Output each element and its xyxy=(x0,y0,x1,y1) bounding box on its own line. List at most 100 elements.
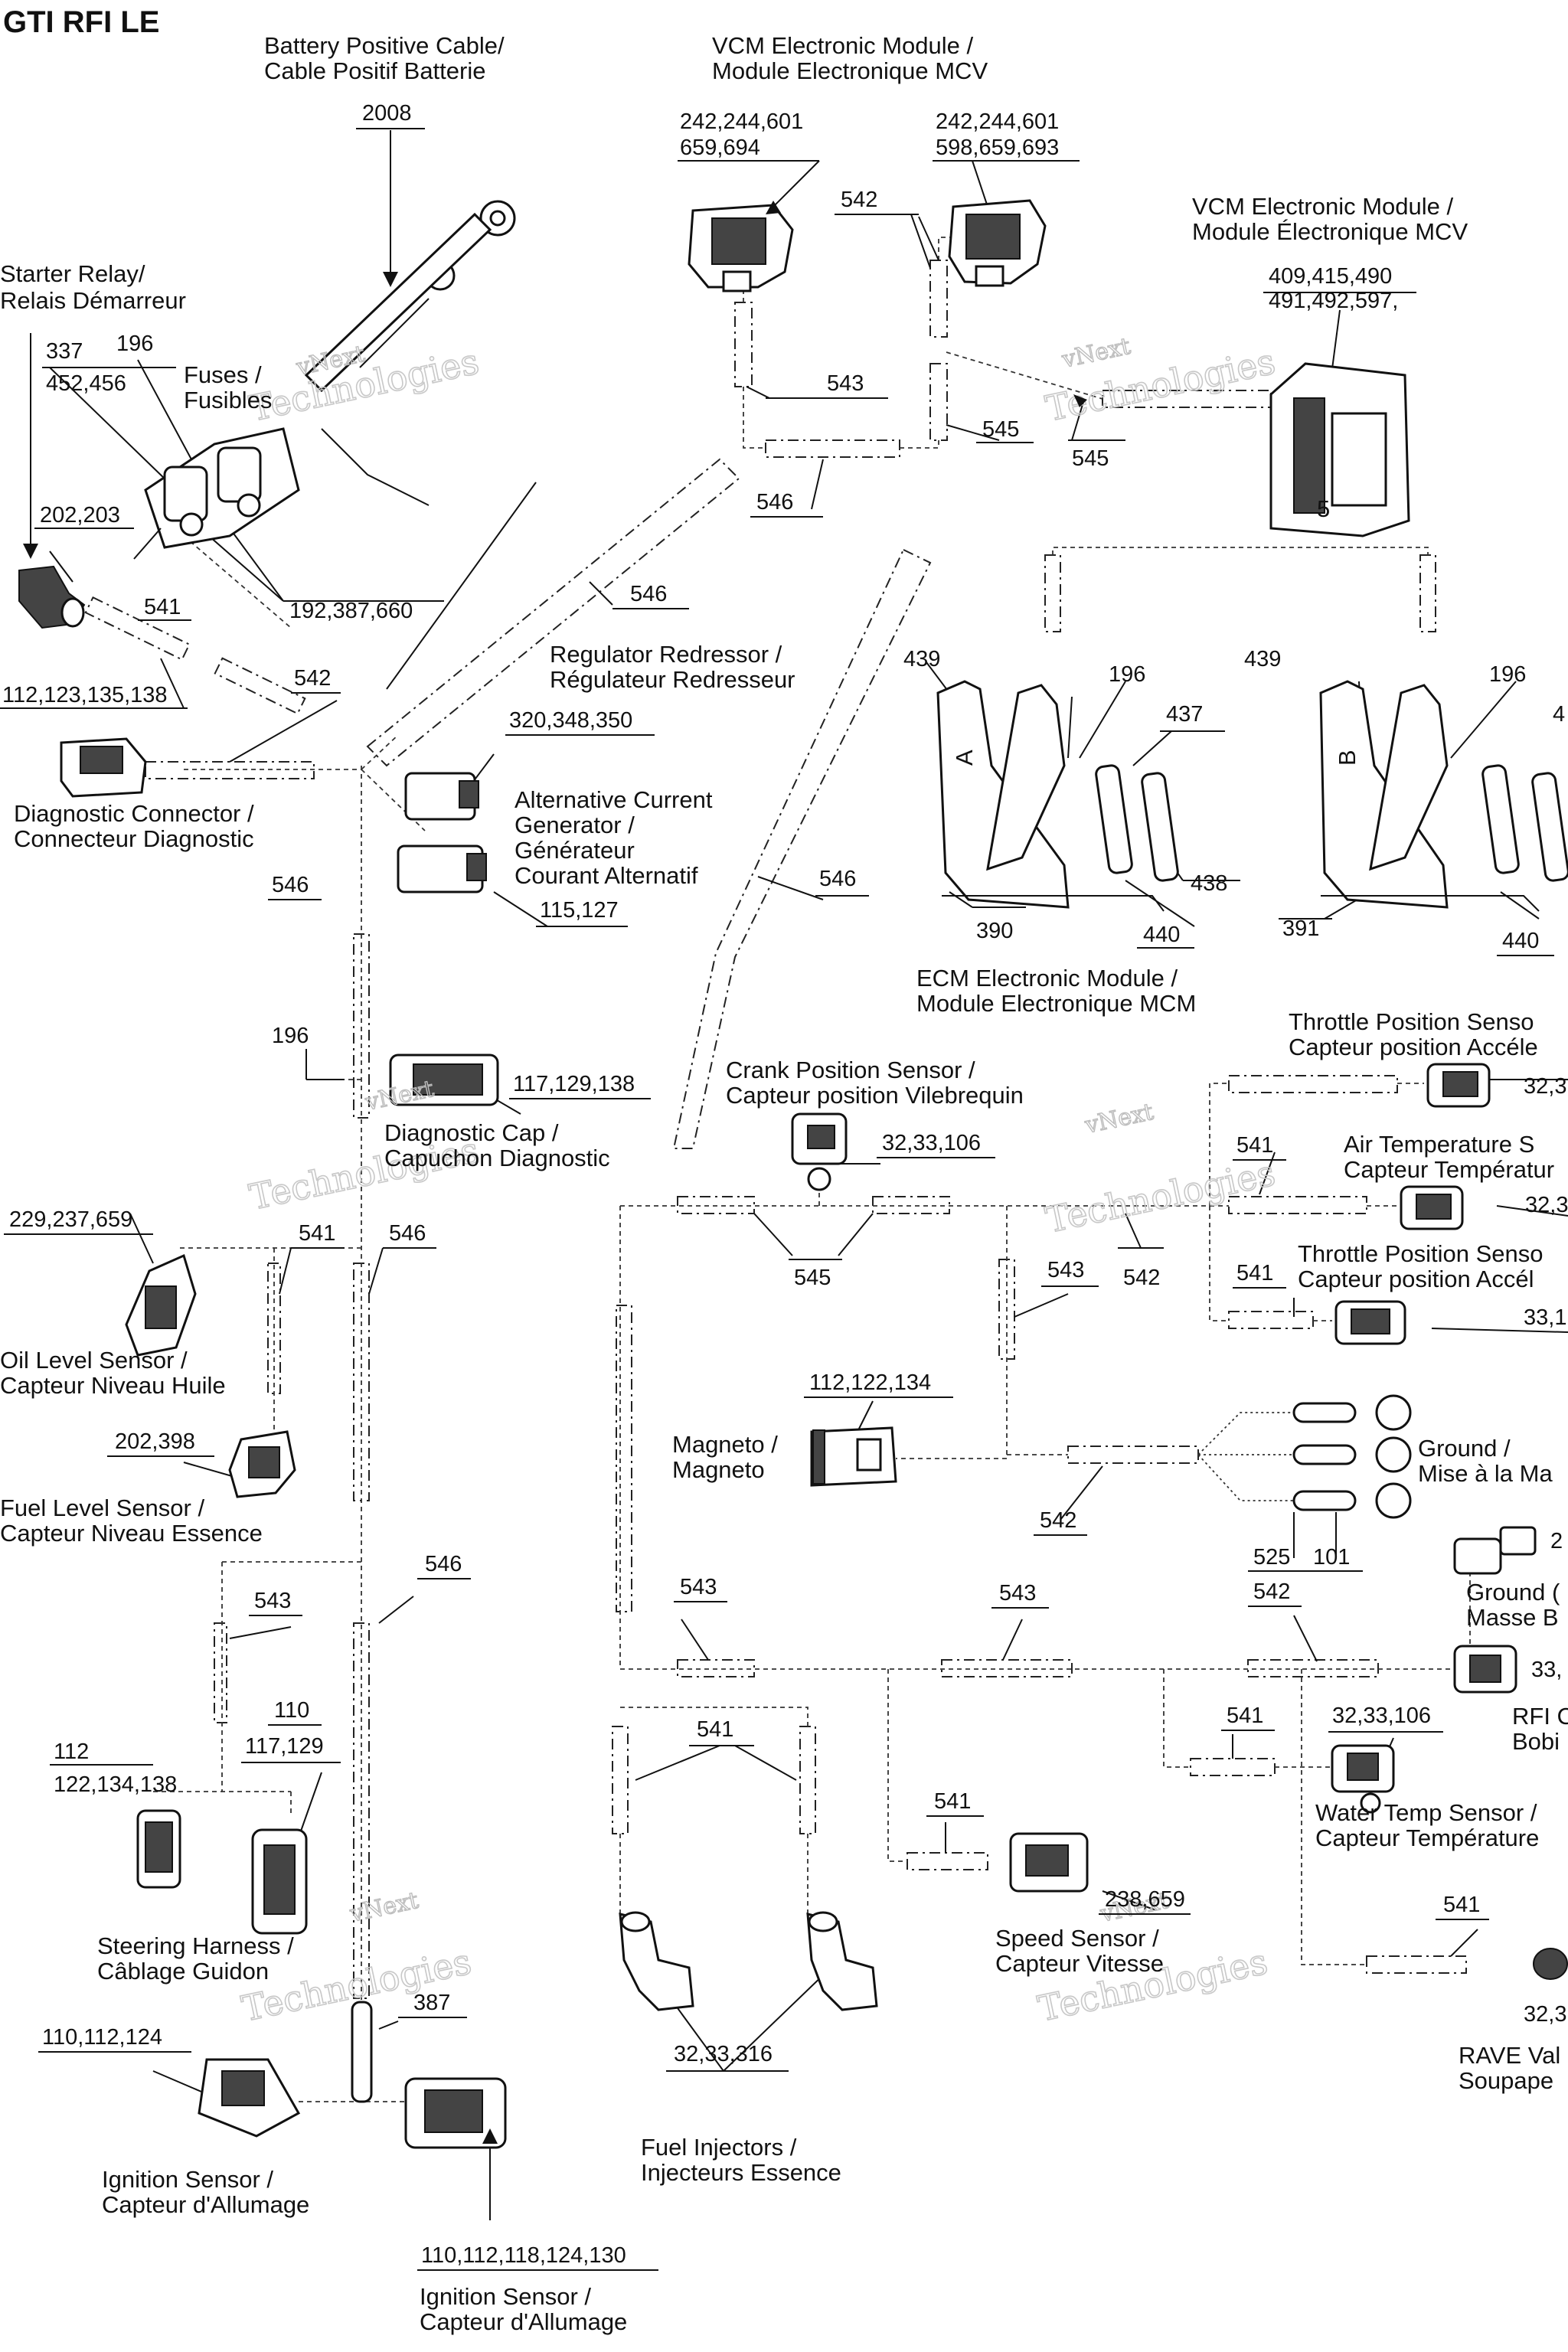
part-32-c: 32,3 xyxy=(1525,1193,1568,1217)
vcm-module-icon: 5 xyxy=(1269,362,1410,537)
rave-valve-icon xyxy=(1533,1948,1568,1980)
part-541-a: 541 xyxy=(144,595,181,619)
wire-magneto xyxy=(896,1206,1008,1459)
svg-text:Cable Positif Batterie: Cable Positif Batterie xyxy=(264,57,485,84)
sleeve-545-crank-b xyxy=(872,1196,950,1214)
svg-text:Générateur: Générateur xyxy=(514,837,635,864)
text-labels: GTI RFI LE Battery Positive Cable/ Cable… xyxy=(0,5,1568,2335)
part-387: 387 xyxy=(413,1991,450,2015)
part-541-g: 541 xyxy=(934,1789,971,1814)
sleeve-throttle-2 xyxy=(1228,1311,1314,1329)
arrowheads xyxy=(23,201,1087,2144)
part-542-b: 542 xyxy=(294,666,331,691)
part-202-b: 202,398 xyxy=(115,1429,195,1454)
svg-text:Capteur position Accél: Capteur position Accél xyxy=(1298,1266,1534,1292)
wire-throttle-1 xyxy=(1209,1083,1229,1206)
part-525: 525 xyxy=(1253,1545,1290,1570)
regulator-label: Regulator Redressor / xyxy=(550,641,782,668)
wire-ground-3 xyxy=(1197,1454,1294,1501)
wire-main-bus xyxy=(619,1206,1478,1670)
part-112-c: 112 xyxy=(54,1740,89,1764)
ground-terminals-icon xyxy=(1292,1394,1412,1519)
svg-text:Masse B: Masse B xyxy=(1466,1604,1559,1631)
part-196-c: 196 xyxy=(1489,662,1526,687)
svg-text:Injecteurs Essence: Injecteurs Essence xyxy=(641,2159,841,2186)
part-541-h: 541 xyxy=(1443,1893,1480,1917)
part-439-b: 439 xyxy=(1244,647,1281,671)
fuse-block-icon xyxy=(133,427,300,560)
svg-text:Capteur d'Allumage: Capteur d'Allumage xyxy=(102,2191,309,2218)
sleeve-541-speed xyxy=(906,1852,988,1870)
part-238: 238,659 xyxy=(1105,1887,1185,1912)
wire-fuse-relay xyxy=(183,535,292,629)
part-320: 320,348,350 xyxy=(509,708,632,733)
sleeve-545-crank-a xyxy=(677,1196,755,1214)
wire-throttle-2 xyxy=(1209,1206,1229,1321)
part-101: 101 xyxy=(1313,1545,1350,1570)
part-112-b: 112,122,134 xyxy=(809,1370,931,1395)
svg-text:Capteur Vitesse: Capteur Vitesse xyxy=(995,1950,1164,1977)
svg-text:Capteur position Accéle: Capteur position Accéle xyxy=(1289,1034,1538,1060)
sleeve-545-ecm-a xyxy=(1044,554,1061,632)
crank-sensor-icon xyxy=(791,1112,848,1191)
part-545-a: 545 xyxy=(982,417,1019,442)
sleeve-541-rave xyxy=(1366,1955,1467,1974)
part-542-d: 542 xyxy=(1040,1508,1076,1533)
part-440-a: 440 xyxy=(1143,923,1180,947)
label-a: A xyxy=(951,750,978,766)
leaders xyxy=(30,130,1568,2220)
wire-ground-1 xyxy=(1197,1412,1294,1455)
part-542-e: 542 xyxy=(1253,1579,1290,1604)
part-391: 391 xyxy=(1282,916,1319,941)
sleeve-541-water xyxy=(1190,1758,1276,1776)
part-541-b: 541 xyxy=(1236,1133,1273,1158)
svg-text:Module Electronique MCM: Module Electronique MCM xyxy=(916,990,1196,1017)
wire-water xyxy=(1163,1669,1191,1768)
svg-text:Capuchon Diagnostic: Capuchon Diagnostic xyxy=(384,1145,610,1171)
part-110: 110 xyxy=(274,1698,309,1723)
part-452: 452,456 xyxy=(46,371,126,396)
throttle-sensor-2-icon xyxy=(1334,1300,1406,1345)
svg-text:Capteur Niveau Essence: Capteur Niveau Essence xyxy=(0,1520,263,1547)
svg-text:Module Électronique MCV: Module Électronique MCV xyxy=(1192,218,1468,245)
part-196-d: 196 xyxy=(272,1024,309,1048)
throttle-2-label: Throttle Position Senso xyxy=(1298,1240,1544,1267)
ecm-label: ECM Electronic Module / xyxy=(916,965,1178,991)
magneto-label: Magneto / xyxy=(672,1431,778,1458)
part-vcm-big: 409,415,490 xyxy=(1269,264,1392,289)
part-541-c: 541 xyxy=(299,1221,335,1246)
speed-sensor-icon xyxy=(1009,1832,1089,1893)
throttle-sensor-1-icon xyxy=(1426,1063,1491,1108)
part-390: 390 xyxy=(976,919,1013,943)
part-439-a: 439 xyxy=(903,647,940,671)
svg-text:vNext: vNext xyxy=(1059,333,1132,374)
harness-546-long xyxy=(672,548,932,1149)
svg-text:Magneto: Magneto xyxy=(672,1456,765,1483)
part-110-c: 110,112,118,124,130 xyxy=(421,2243,626,2268)
part-32-a: 32,33,106 xyxy=(882,1131,981,1155)
part-542-c: 542 xyxy=(1123,1266,1160,1290)
part-196-a: 196 xyxy=(116,332,153,356)
part-112-a: 112,123,135,138 xyxy=(2,683,168,707)
part-117-b: 117,129 xyxy=(245,1734,324,1759)
sleeve-541-relay xyxy=(84,596,191,661)
diagnostic-connector-icon xyxy=(60,737,147,798)
fuel-injector-a-icon xyxy=(619,1911,694,2011)
part-vcm-left: 242,244,601 xyxy=(680,109,803,134)
sleeve-throttle-1 xyxy=(1228,1075,1398,1093)
part-438: 438 xyxy=(1191,871,1227,896)
battery-cable-icon xyxy=(304,200,516,506)
vcm-right-label: VCM Electronic Module / xyxy=(1192,193,1454,220)
battery-cable-label: Battery Positive Cable/ xyxy=(264,32,505,59)
wire-vcm-left-drop xyxy=(743,387,766,449)
alternator-label: Alternative Current xyxy=(514,786,713,813)
part-437: 437 xyxy=(1166,702,1203,727)
sleeve-543-bus-b xyxy=(941,1659,1073,1677)
harness-546-diagonal xyxy=(366,458,740,767)
ecm-module-a-icon: A xyxy=(936,680,1165,912)
svg-text:Module Electronique MCV: Module Electronique MCV xyxy=(712,57,988,84)
part-546-f: 546 xyxy=(425,1552,462,1576)
air-temp-label: Air Temperature S xyxy=(1344,1131,1534,1158)
part-32-b: 32,3 xyxy=(1524,1074,1566,1099)
